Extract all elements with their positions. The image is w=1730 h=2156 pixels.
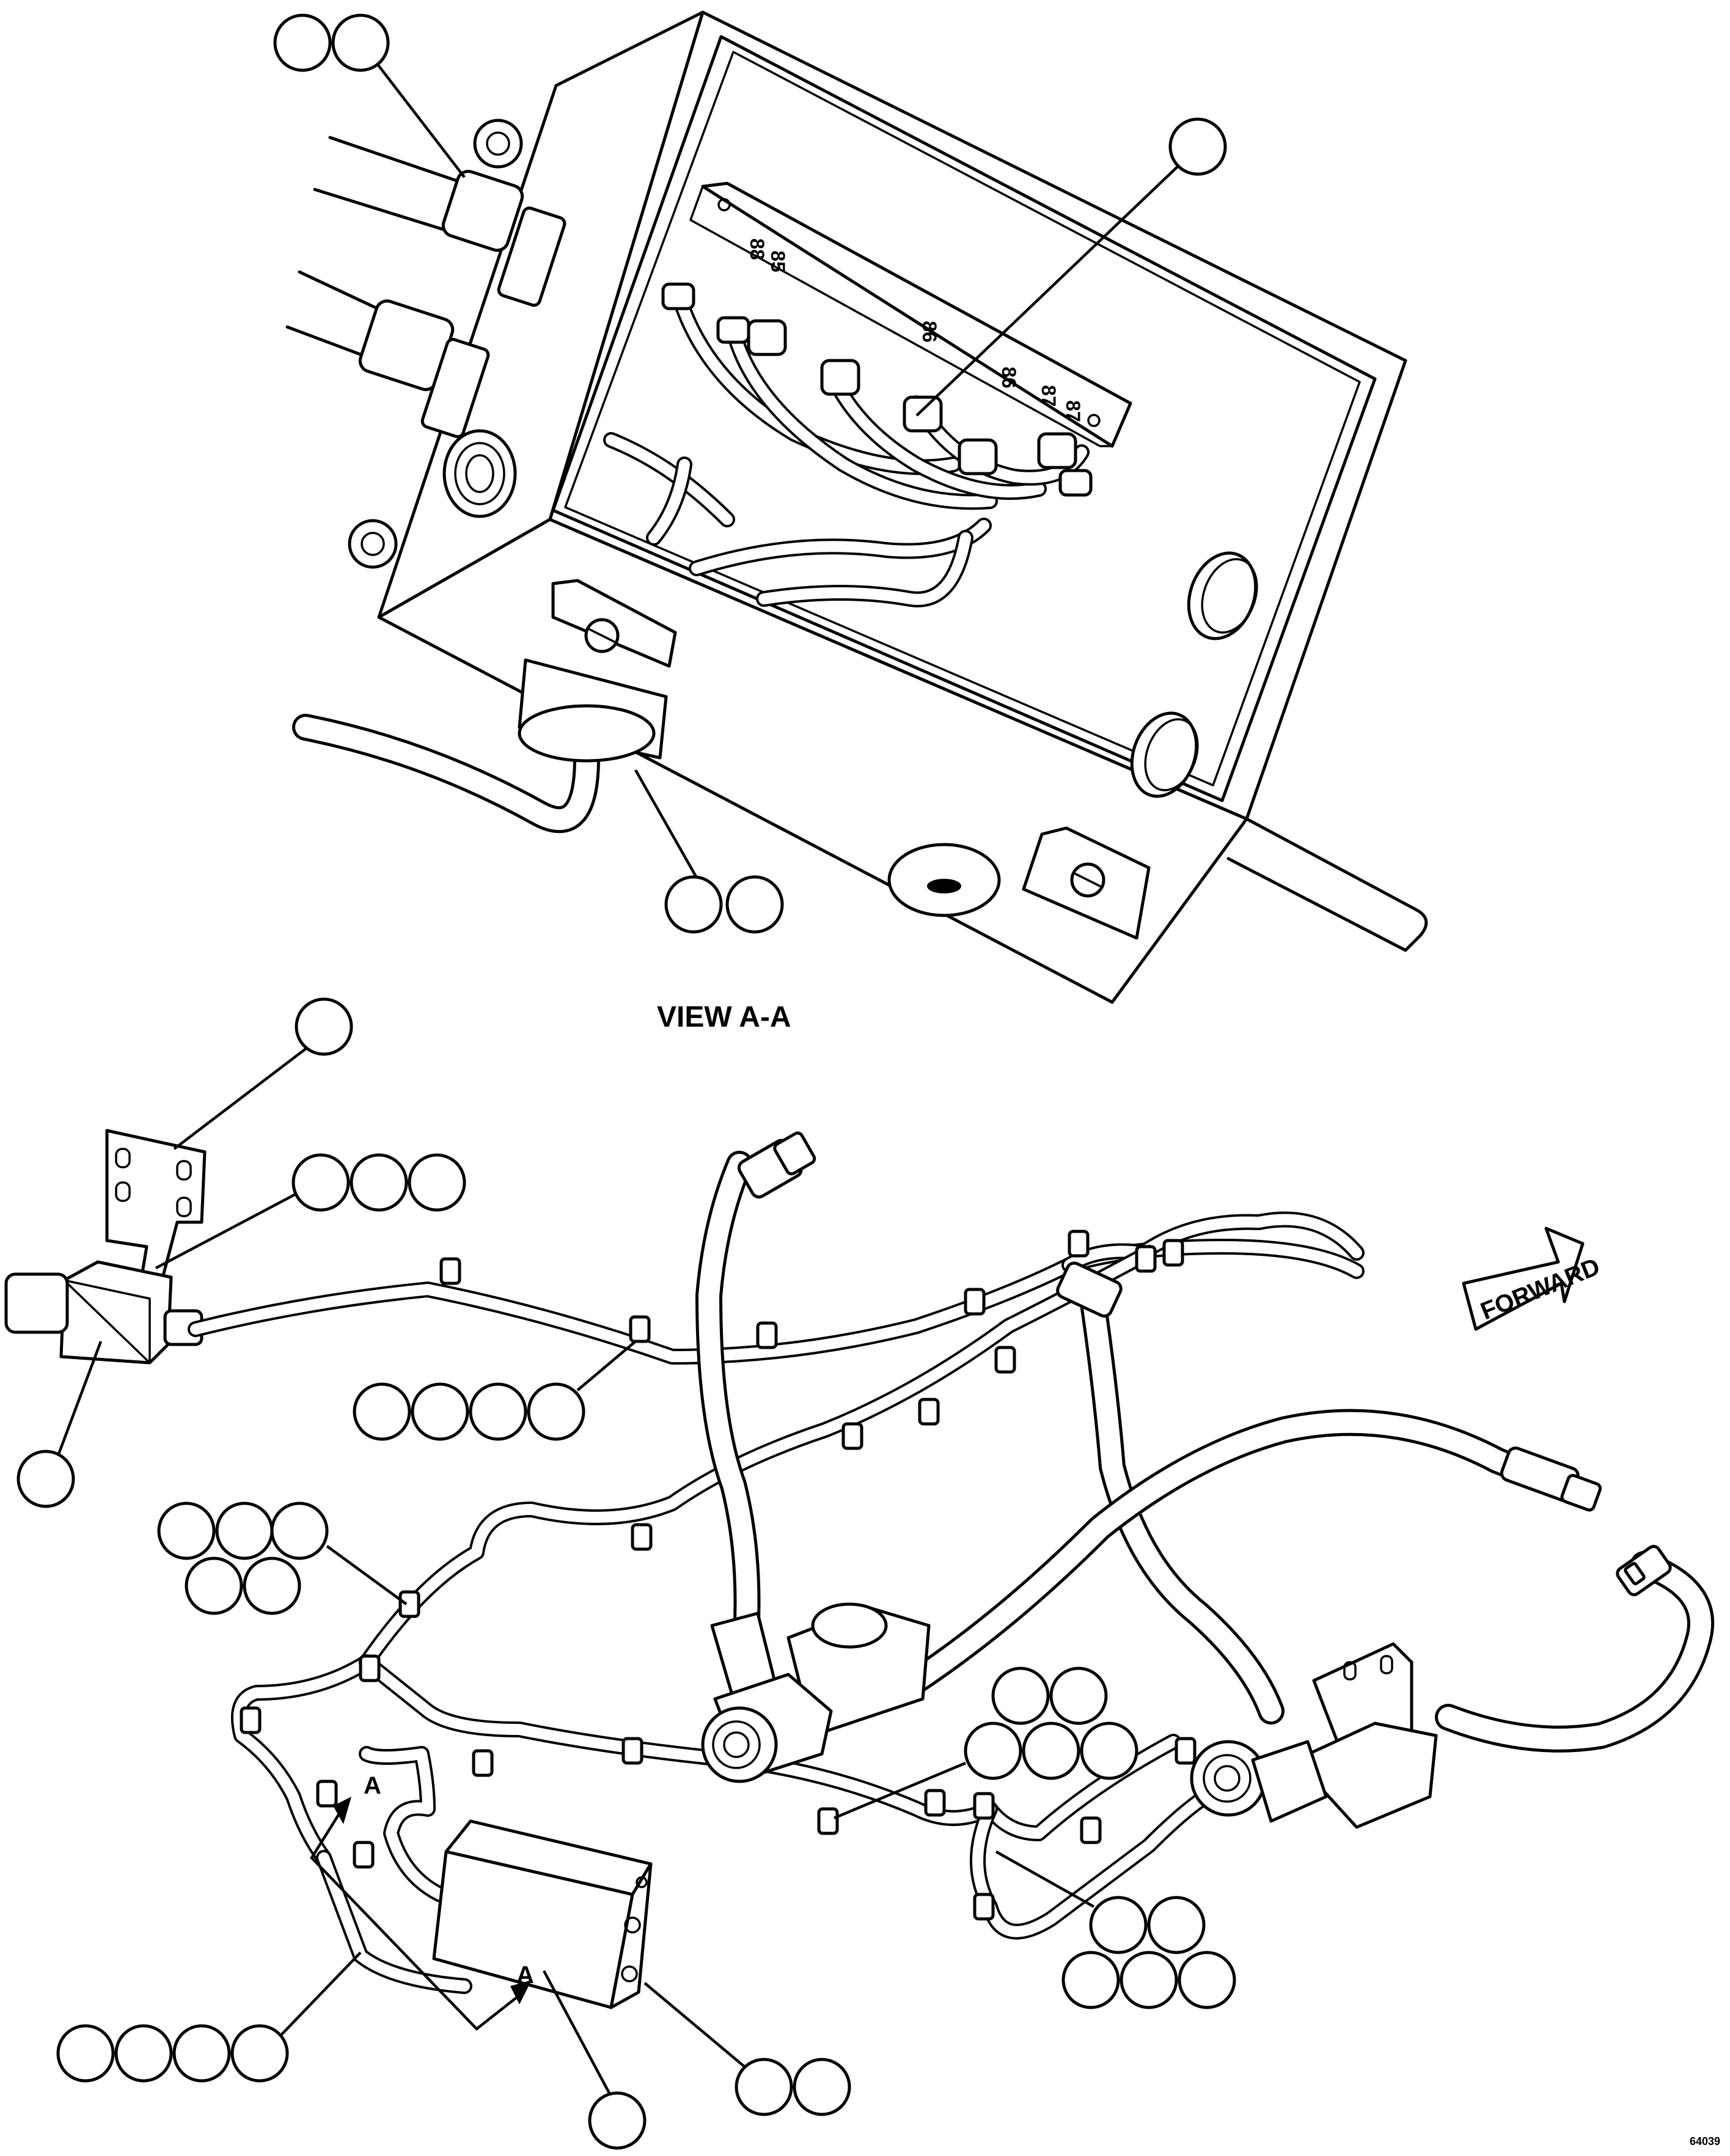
section-marker-a: A A bbox=[310, 1772, 534, 2031]
callout-balloon-top-1 bbox=[273, 13, 390, 72]
pump-assembly-right bbox=[1190, 1642, 1438, 1829]
callout-connector bbox=[16, 1450, 75, 1508]
callout-harness-clip-center bbox=[964, 1667, 1138, 1780]
callout-bracket bbox=[295, 997, 353, 1056]
mounting-bracket-left bbox=[105, 1129, 207, 1285]
connector-block-left bbox=[4, 1260, 203, 1365]
terminal-label-88: 88 bbox=[746, 238, 768, 260]
junction-box-view: 88 85 86 86 87 87 bbox=[285, 10, 1428, 1033]
harness-clips bbox=[240, 1230, 1197, 1921]
terminal-labels: 88 85 86 86 87 87 bbox=[746, 238, 1084, 422]
section-letter-upper: A bbox=[364, 1772, 381, 1799]
terminal-studs bbox=[661, 282, 1093, 497]
cable-fitting-upper bbox=[313, 136, 566, 307]
callout-harness-clip-upper bbox=[353, 1382, 585, 1441]
callout-controller-box bbox=[588, 2091, 647, 2150]
view-label: VIEW A-A bbox=[657, 1001, 791, 1033]
main-harness bbox=[188, 1211, 1365, 1994]
bottom-cable-fitting bbox=[292, 658, 668, 834]
forward-arrow: FORWARD bbox=[1462, 1226, 1604, 1331]
callout-bracket-hardware bbox=[291, 1153, 466, 1212]
bottom-callouts bbox=[16, 997, 1236, 2150]
cable-fitting-lower bbox=[285, 270, 490, 439]
hydraulic-hoses bbox=[695, 1151, 1715, 1753]
box-mount-bolt-top bbox=[473, 119, 523, 169]
callout-harness-clip-right bbox=[1061, 1896, 1236, 2009]
callout-harness-clip-lower-left bbox=[56, 2024, 289, 2083]
pump-assembly-left bbox=[701, 1602, 931, 1783]
knockout-lower bbox=[1130, 711, 1199, 798]
top-callouts bbox=[273, 13, 1227, 934]
callout-balloon-top-3 bbox=[664, 875, 784, 934]
controller-box bbox=[432, 1819, 653, 2009]
harness-assembly: FORWARD bbox=[4, 1129, 1715, 2031]
terminal-label-86a: 86 bbox=[918, 321, 940, 343]
callout-balloon-top-2 bbox=[1168, 117, 1227, 176]
callout-harness-clip-left bbox=[157, 1502, 329, 1615]
callout-controller-hardware bbox=[735, 2058, 851, 2116]
knockout-upper bbox=[1187, 551, 1258, 640]
clamp-tab-left bbox=[551, 579, 677, 668]
terminal-label-86b: 86 bbox=[998, 367, 1020, 389]
box-grommet bbox=[442, 429, 517, 518]
drawing-number: 64039 bbox=[1690, 2135, 1720, 2147]
hose-fittings bbox=[737, 1131, 1672, 1596]
section-letter-lower: A bbox=[516, 1962, 534, 1989]
terminal-label-87a: 87 bbox=[1038, 385, 1060, 407]
terminal-label-85: 85 bbox=[767, 251, 789, 273]
box-mount-bolt-bottom bbox=[348, 519, 398, 569]
clamp-tab-right bbox=[1022, 826, 1151, 940]
bottom-oval-port bbox=[887, 843, 1001, 917]
terminal-label-87b: 87 bbox=[1062, 400, 1084, 422]
